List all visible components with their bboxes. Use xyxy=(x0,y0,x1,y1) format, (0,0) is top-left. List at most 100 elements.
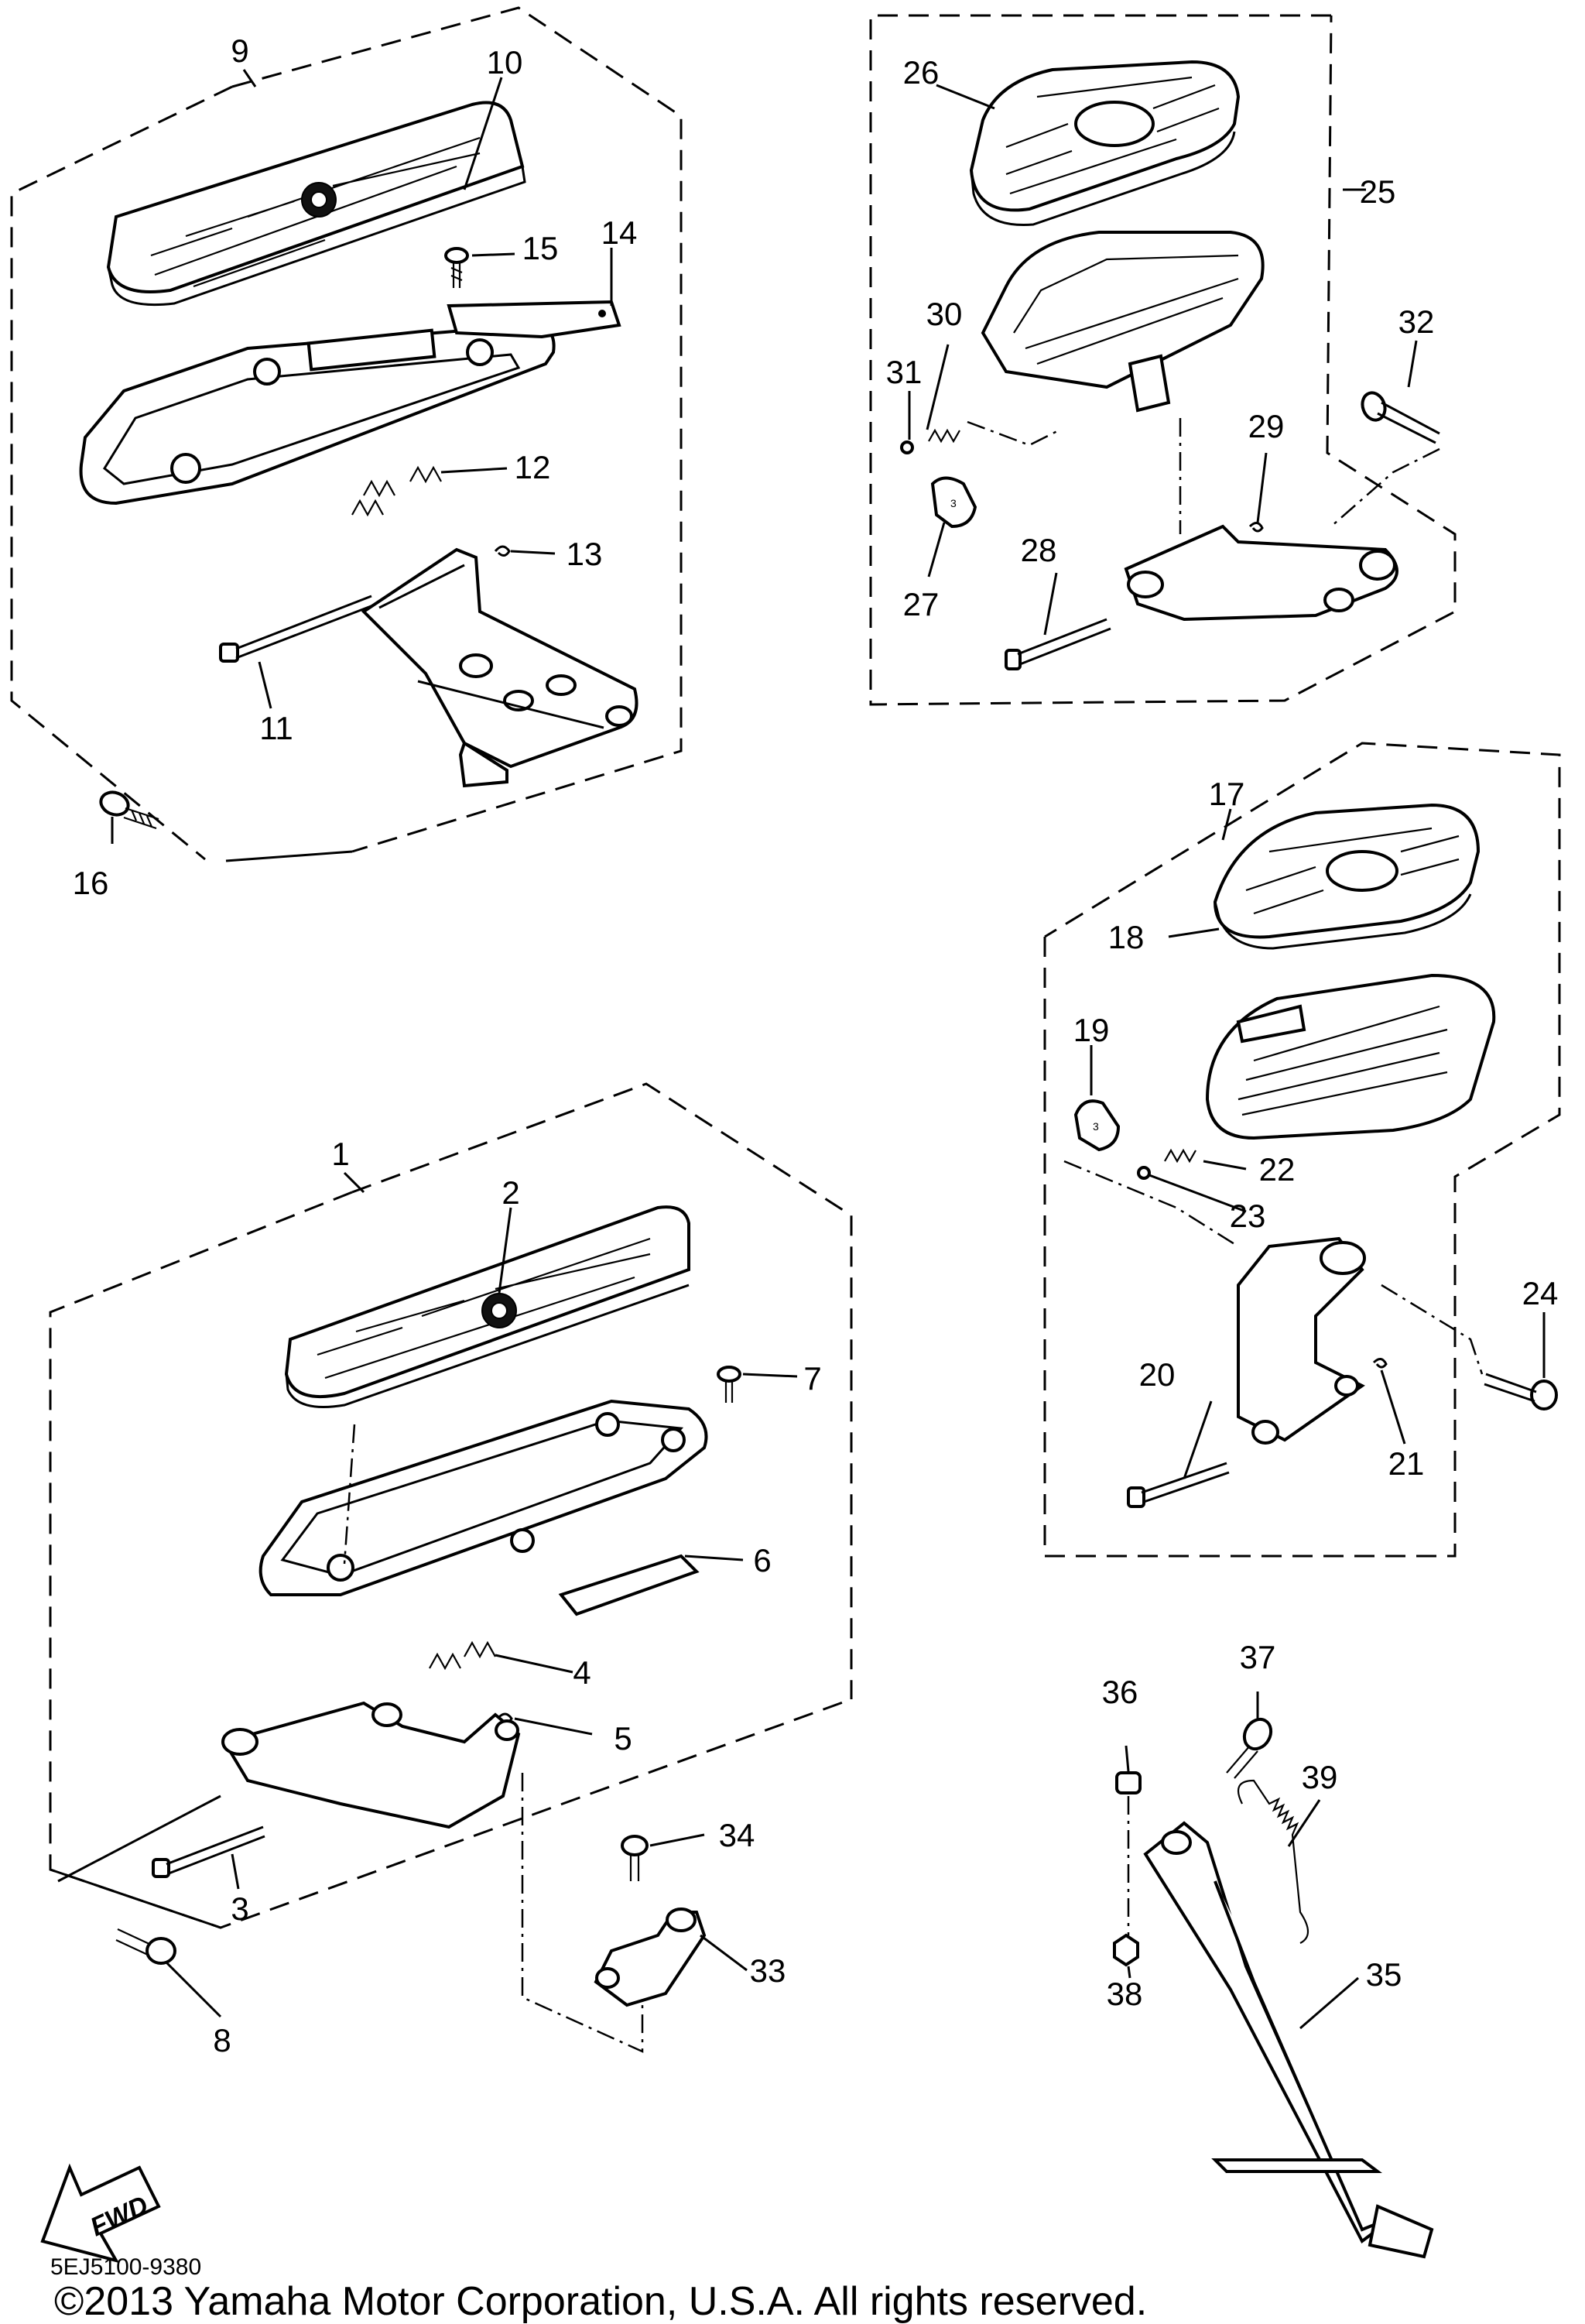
sidestand-35 xyxy=(1143,1821,1434,2259)
callout-35: 35 xyxy=(1366,1956,1402,1993)
screw-7 xyxy=(717,1366,741,1403)
footboard-base-17 xyxy=(1205,973,1496,1140)
callout-13: 13 xyxy=(567,536,603,572)
callout-labels: 1 2 3 4 5 6 7 8 9 10 11 12 13 14 15 16 1… xyxy=(73,33,1559,2058)
assembly-line-17a xyxy=(1063,1160,1239,1248)
spring-4 xyxy=(429,1640,496,1671)
bracket-25 xyxy=(1124,524,1398,622)
bolt-8 xyxy=(115,1928,176,1965)
spring-39 xyxy=(1237,1779,1309,1944)
footboard-pad-26 xyxy=(969,60,1241,226)
callout-10: 10 xyxy=(487,44,523,81)
callout-7: 7 xyxy=(803,1360,821,1397)
pin-28 xyxy=(1005,618,1111,670)
callout-5: 5 xyxy=(614,1720,632,1757)
bracket-1 xyxy=(221,1701,521,1829)
cam-27: 3 xyxy=(930,476,977,529)
assembly-line-17b xyxy=(1381,1284,1484,1375)
bolt-37 xyxy=(1226,1717,1273,1779)
spring-22 xyxy=(1164,1148,1196,1164)
pin-20 xyxy=(1127,1462,1230,1508)
callout-34: 34 xyxy=(719,1817,755,1853)
ball-31 xyxy=(900,440,914,454)
diagram-code: 5EJ5100-9380 xyxy=(50,2254,201,2280)
bolt-32 xyxy=(1361,391,1440,444)
clip-21 xyxy=(1372,1358,1388,1369)
svg-text:3: 3 xyxy=(950,497,957,509)
callout-25: 25 xyxy=(1360,173,1396,210)
callout-39: 39 xyxy=(1302,1759,1338,1795)
bolt-24 xyxy=(1484,1373,1558,1411)
bracket-33 xyxy=(594,1908,707,2007)
callout-31: 31 xyxy=(886,354,923,390)
assembly-line-1c xyxy=(57,1794,221,1883)
clip-13 xyxy=(494,545,511,557)
callout-4: 4 xyxy=(573,1654,591,1691)
callout-9: 9 xyxy=(231,33,248,69)
callout-12: 12 xyxy=(515,449,551,485)
callout-11: 11 xyxy=(259,710,293,746)
footboard-pad-10 xyxy=(106,101,526,307)
screw-15 xyxy=(444,247,469,288)
callout-3: 3 xyxy=(231,1890,248,1927)
bolt-34 xyxy=(621,1835,649,1881)
footboard-base-frame xyxy=(79,323,556,506)
callout-33: 33 xyxy=(750,1952,786,1989)
nut-38 xyxy=(1113,1933,1139,1967)
svg-text:3: 3 xyxy=(1093,1120,1099,1133)
pin-11 xyxy=(219,595,374,663)
ball-23 xyxy=(1137,1166,1151,1180)
callout-1: 1 xyxy=(331,1136,349,1172)
bolt-16 xyxy=(99,790,159,830)
footboard-base-25 xyxy=(981,231,1265,413)
assembly-17-outline xyxy=(1043,742,1561,1558)
footboard-base-1 xyxy=(258,1399,708,1596)
callout-26: 26 xyxy=(903,54,940,91)
callout-18: 18 xyxy=(1108,919,1145,955)
spring-12 xyxy=(351,465,442,517)
assembly-line-1b xyxy=(521,1773,644,2053)
footboard-pad-2 xyxy=(284,1205,690,1408)
clip-29 xyxy=(1248,522,1264,533)
bracket-9 xyxy=(361,547,638,788)
callout-21: 21 xyxy=(1388,1445,1425,1482)
callout-8: 8 xyxy=(213,2022,231,2058)
callout-14: 14 xyxy=(601,214,638,251)
callout-19: 19 xyxy=(1073,1012,1110,1048)
callout-16: 16 xyxy=(73,865,109,901)
callout-30: 30 xyxy=(926,296,963,332)
assembly-25-outline xyxy=(869,14,1457,706)
bar-6 xyxy=(558,1554,700,1616)
callout-23: 23 xyxy=(1230,1198,1266,1234)
copyright-notice: ©2013 Yamaha Motor Corporation, U.S.A. A… xyxy=(54,2279,1147,2324)
assembly-9-outline xyxy=(10,6,683,862)
nut-36 xyxy=(1115,1771,1142,1794)
bracket-17 xyxy=(1237,1236,1366,1445)
callout-24: 24 xyxy=(1522,1275,1559,1311)
plate-14 xyxy=(447,300,621,339)
footboard-pad-18 xyxy=(1213,803,1481,950)
assembly-line-1a xyxy=(343,1424,356,1565)
callout-6: 6 xyxy=(753,1542,771,1578)
leader-lines xyxy=(111,69,1546,2030)
callout-37: 37 xyxy=(1240,1639,1276,1675)
callout-2: 2 xyxy=(502,1174,519,1211)
callout-38: 38 xyxy=(1107,1976,1143,2012)
callout-17: 17 xyxy=(1209,776,1245,812)
callout-27: 27 xyxy=(903,586,940,622)
assembly-line-25c xyxy=(1330,447,1440,527)
callout-20: 20 xyxy=(1139,1356,1176,1393)
callout-32: 32 xyxy=(1398,303,1435,340)
fwd-arrow-icon: FWD xyxy=(40,2163,161,2264)
callout-36: 36 xyxy=(1102,1674,1138,1710)
callout-28: 28 xyxy=(1021,532,1057,568)
pin-3 xyxy=(152,1825,265,1878)
callout-15: 15 xyxy=(522,230,559,266)
assembly-1-outline xyxy=(49,1082,853,1929)
callout-29: 29 xyxy=(1248,408,1285,444)
callout-22: 22 xyxy=(1259,1151,1296,1188)
cam-19: 3 xyxy=(1073,1099,1121,1152)
spring-30 xyxy=(928,428,960,444)
assembly-line-25a xyxy=(967,420,1061,447)
